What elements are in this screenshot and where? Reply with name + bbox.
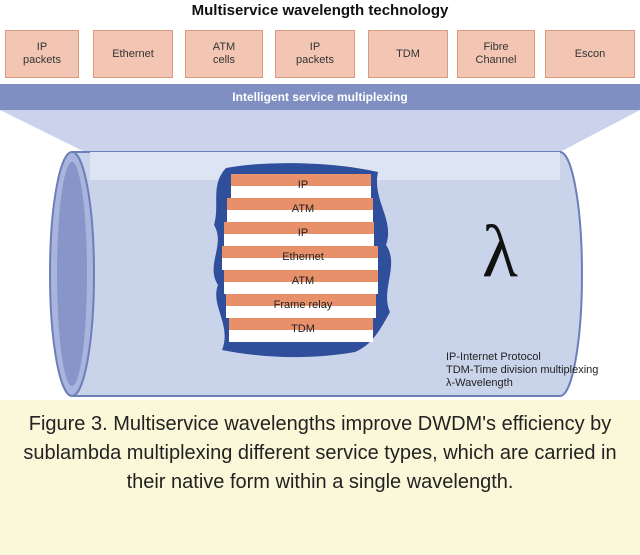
lambda-symbol: λ [482, 211, 518, 293]
stripe-white [229, 330, 373, 342]
stripe-orange [231, 174, 371, 186]
legend-item-tdm: TDM-Time division multiplexing [446, 364, 599, 376]
stripe-label-frame-relay: Frame relay [274, 299, 333, 311]
legend-item-lambda: λ-Wavelength [446, 377, 513, 389]
legend-item-ip: IP-Internet Protocol [446, 351, 541, 363]
multiplexing-bar: Intelligent service multiplexing [0, 84, 640, 110]
stripe-orange [229, 318, 373, 330]
legend: IP-Internet Protocol TDM-Time division m… [446, 351, 598, 390]
service-box-atm-cells: ATM cells [185, 30, 263, 78]
service-box-fibre-channel: Fibre Channel [457, 30, 535, 78]
stripe-orange [227, 198, 373, 210]
stripe-white [222, 258, 378, 270]
stripe-orange [226, 294, 376, 306]
service-stripes [222, 174, 378, 342]
stripe-label-ethernet: Ethernet [282, 251, 324, 263]
stripe-orange [224, 270, 378, 282]
service-box-ip-packets-2: IP packets [275, 30, 355, 78]
stripe-white [224, 282, 378, 294]
service-box-ethernet: Ethernet [93, 30, 173, 78]
fiber-diagram: IP ATM IP Ethernet ATM Frame relay TDM λ [0, 110, 640, 397]
stripe-white [227, 210, 373, 222]
service-types-row: IP packets Ethernet ATM cells IP packets… [5, 30, 635, 78]
stripe-label-atm: ATM [292, 203, 314, 215]
fiber-end-inner [57, 162, 87, 386]
service-box-tdm: TDM [368, 30, 448, 78]
figure-caption: Figure 3. Multiservice wavelengths impro… [0, 400, 640, 555]
stripe-orange [222, 246, 378, 258]
service-box-ip-packets: IP packets [5, 30, 79, 78]
service-box-escon: Escon [545, 30, 635, 78]
stripe-orange [224, 222, 374, 234]
stripe-label-ip: IP [298, 179, 308, 191]
stripe-white [226, 306, 376, 318]
stripe-label-ip-2: IP [298, 227, 308, 239]
diagram-title: Multiservice wavelength technology [191, 2, 449, 19]
stripe-label-atm-2: ATM [292, 275, 314, 287]
stripe-white [224, 234, 374, 246]
funnel-shape [0, 110, 640, 152]
stripe-white [231, 186, 371, 198]
stripe-label-tdm: TDM [291, 323, 315, 335]
